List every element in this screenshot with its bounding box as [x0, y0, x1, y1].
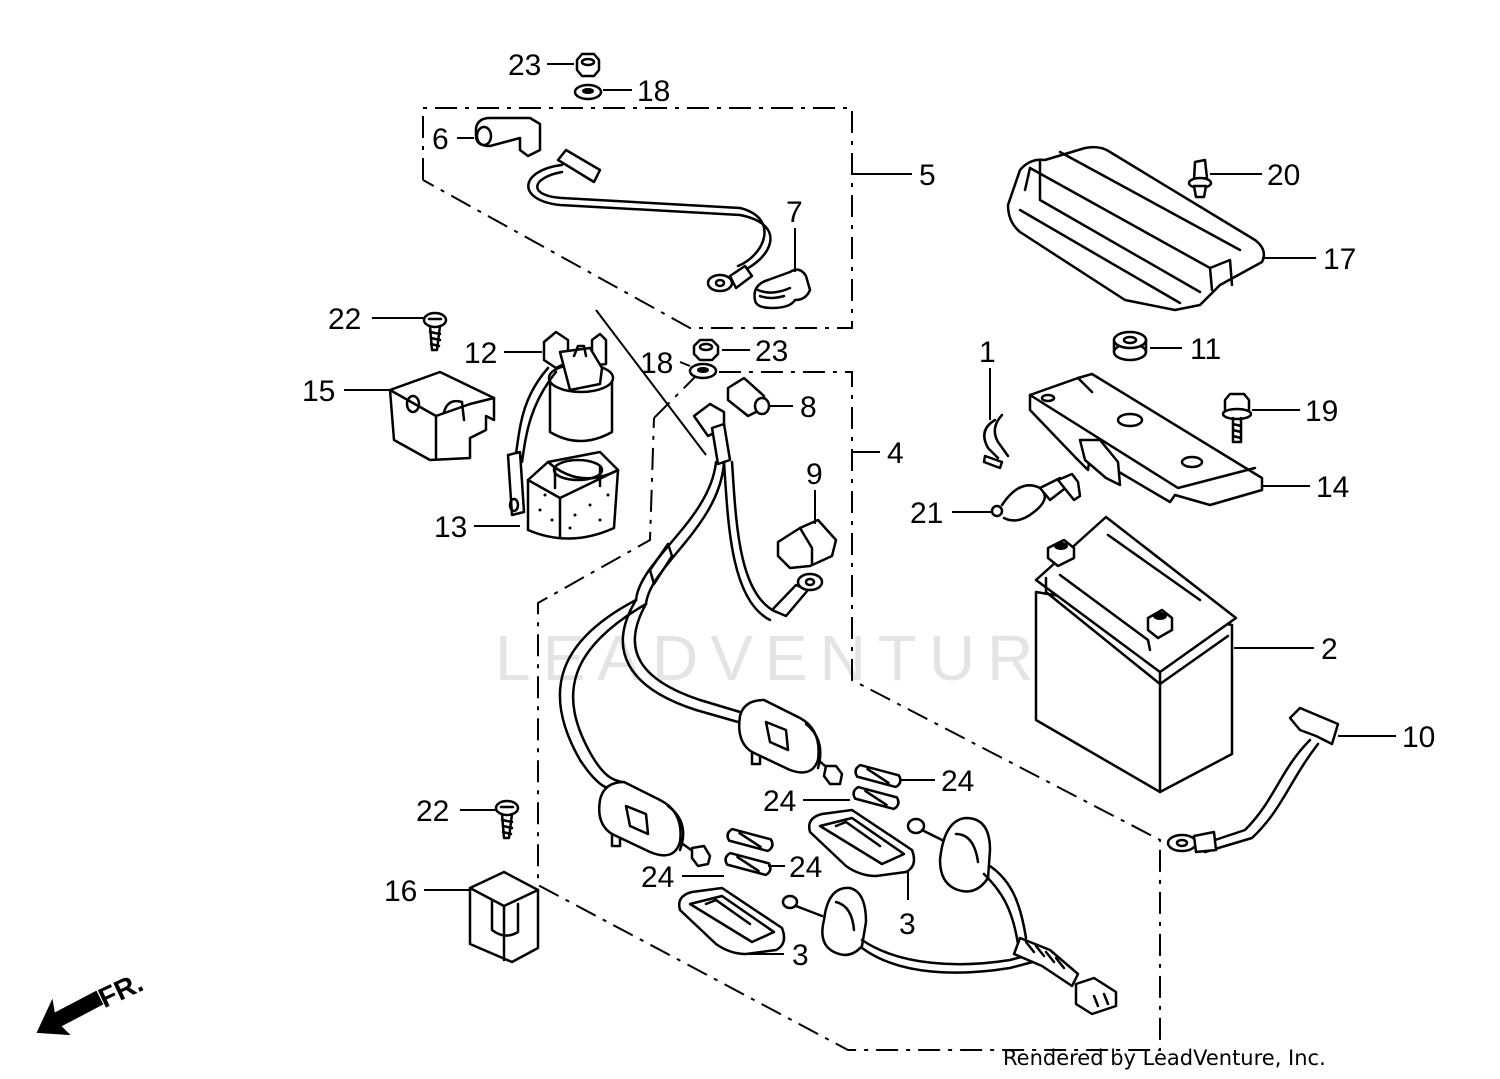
terminal-cap-7 [753, 268, 812, 310]
callout-24-d: 24 [641, 861, 674, 894]
bracket-16 [468, 870, 540, 964]
fuse-24-c [726, 827, 774, 853]
group-box-4 [537, 371, 1161, 1051]
credit-text: Rendered by LeadVenture, Inc. [1003, 1046, 1326, 1070]
fuse-24-d [724, 851, 772, 877]
callout-3-upper: 3 [899, 908, 916, 941]
callout-7: 7 [786, 196, 803, 229]
callout-24-c: 24 [789, 851, 822, 884]
front-direction-arrow: FR. [36, 967, 148, 1036]
callout-24-a: 24 [941, 765, 974, 798]
callout-23-middle: 23 [755, 335, 788, 368]
callout-6: 6 [432, 123, 449, 156]
fuse-holder-lower [598, 780, 712, 868]
terminal-cover-8 [726, 376, 771, 418]
callout-4: 4 [887, 437, 904, 470]
direction-label: FR. [94, 967, 148, 1014]
callout-1: 1 [979, 336, 996, 369]
callout-3-lower: 3 [792, 939, 809, 972]
clip-21 [990, 472, 1082, 522]
fuse-box-3-upper [808, 808, 1028, 946]
screw-22-top [422, 311, 448, 352]
nut-23-top [575, 52, 601, 78]
callout-18-top: 18 [637, 75, 670, 108]
callout-15: 15 [302, 375, 335, 408]
fuse-holder-upper [738, 698, 844, 786]
callout-23-top: 23 [508, 49, 541, 82]
bolt-20 [1187, 158, 1213, 199]
callout-13: 13 [434, 511, 467, 544]
callout-8: 8 [800, 391, 817, 424]
ground-cable-10 [1166, 706, 1340, 854]
callout-22-lower: 22 [416, 795, 449, 828]
group-box-5 [422, 107, 853, 329]
fuse-box-3-lower [678, 886, 1042, 974]
nut-23-middle [692, 338, 720, 362]
watermark-text: LEADVENTURE [495, 622, 1100, 694]
relay-cushion-13 [526, 450, 620, 540]
clamp-1 [982, 413, 1010, 470]
callout-14: 14 [1316, 471, 1349, 504]
leader-12-connector [595, 309, 707, 456]
washer-18-middle [688, 362, 718, 380]
callout-9: 9 [806, 458, 823, 491]
starter-relay-12 [506, 330, 615, 517]
terminal-cover-9 [770, 518, 838, 618]
battery-cable-5 [527, 148, 772, 293]
callouts: 23 18 6 5 7 20 17 22 12 23 18 11 1 15 8 … [302, 49, 1435, 972]
callout-18-middle: 18 [640, 347, 673, 380]
battery-holder-14 [1028, 372, 1264, 507]
fuse-24-a [854, 763, 902, 789]
callout-10: 10 [1402, 721, 1435, 754]
terminal-cover-6 [474, 116, 542, 158]
callout-17: 17 [1323, 243, 1356, 276]
callout-22-top: 22 [328, 303, 361, 336]
bracket-15 [388, 370, 496, 462]
battery-2 [1034, 515, 1238, 794]
fuse-24-b [852, 785, 900, 811]
harness-connector [1012, 936, 1118, 1016]
callout-11: 11 [1190, 333, 1221, 366]
callout-19: 19 [1305, 395, 1338, 428]
callout-16: 16 [384, 875, 417, 908]
callout-12: 12 [464, 337, 497, 370]
callout-5: 5 [919, 159, 936, 192]
callout-24-b: 24 [763, 785, 796, 818]
washer-18-top [573, 83, 603, 101]
callout-2: 2 [1321, 633, 1338, 666]
callout-20: 20 [1267, 159, 1300, 192]
bolt-19 [1221, 392, 1253, 444]
callout-21: 21 [910, 497, 943, 530]
screw-22-lower [494, 799, 520, 840]
grommet-11 [1112, 330, 1148, 362]
battery-cover-17 [1006, 145, 1266, 312]
